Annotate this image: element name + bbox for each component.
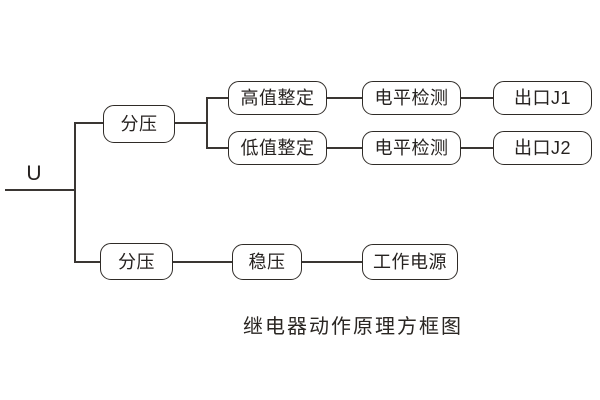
fenya-top-out-line [174,122,208,124]
bottom-connector-1 [172,261,234,263]
node-label: 工作电源 [373,252,447,272]
node-dizhi-zhengding: 低值整定 [228,131,327,165]
node-chukou-j1: 出口J1 [493,81,592,115]
row2-connector-2 [460,147,495,149]
node-label: 低值整定 [240,138,315,158]
split-bottom-line [206,147,230,149]
top-branch-line [75,122,105,124]
split-vertical-line [206,97,208,149]
node-gongzuo-dianyuan: 工作电源 [362,244,458,280]
bottom-branch-line [74,261,102,263]
row1-connector-2 [460,97,495,99]
node-label: 分压 [118,251,155,272]
node-chukou-j2: 出口J2 [493,131,592,165]
bottom-connector-2 [301,261,364,263]
diagram-caption: 继电器动作原理方框图 [243,316,463,338]
node-label: 高值整定 [240,88,315,108]
input-voltage-label: U [26,162,42,185]
node-dianping-jiance-1: 电平检测 [362,81,461,115]
row2-connector-1 [326,147,364,149]
node-fenya-top: 分压 [103,105,175,143]
node-label: 分压 [120,114,158,134]
split-top-line [206,97,230,99]
node-label: 出口J1 [513,88,571,108]
node-label: 电平检测 [374,88,449,108]
row1-connector-1 [326,97,364,99]
node-label: 电平检测 [374,138,449,158]
node-gaozhi-zhengding: 高值整定 [228,81,327,115]
node-dianping-jiance-2: 电平检测 [362,131,461,165]
trunk-line [74,122,76,263]
node-wenya: 稳压 [232,244,302,280]
node-fenya-bottom: 分压 [100,243,173,280]
node-label: 稳压 [248,252,286,272]
node-label: 出口J2 [513,138,571,158]
input-line [5,189,75,191]
